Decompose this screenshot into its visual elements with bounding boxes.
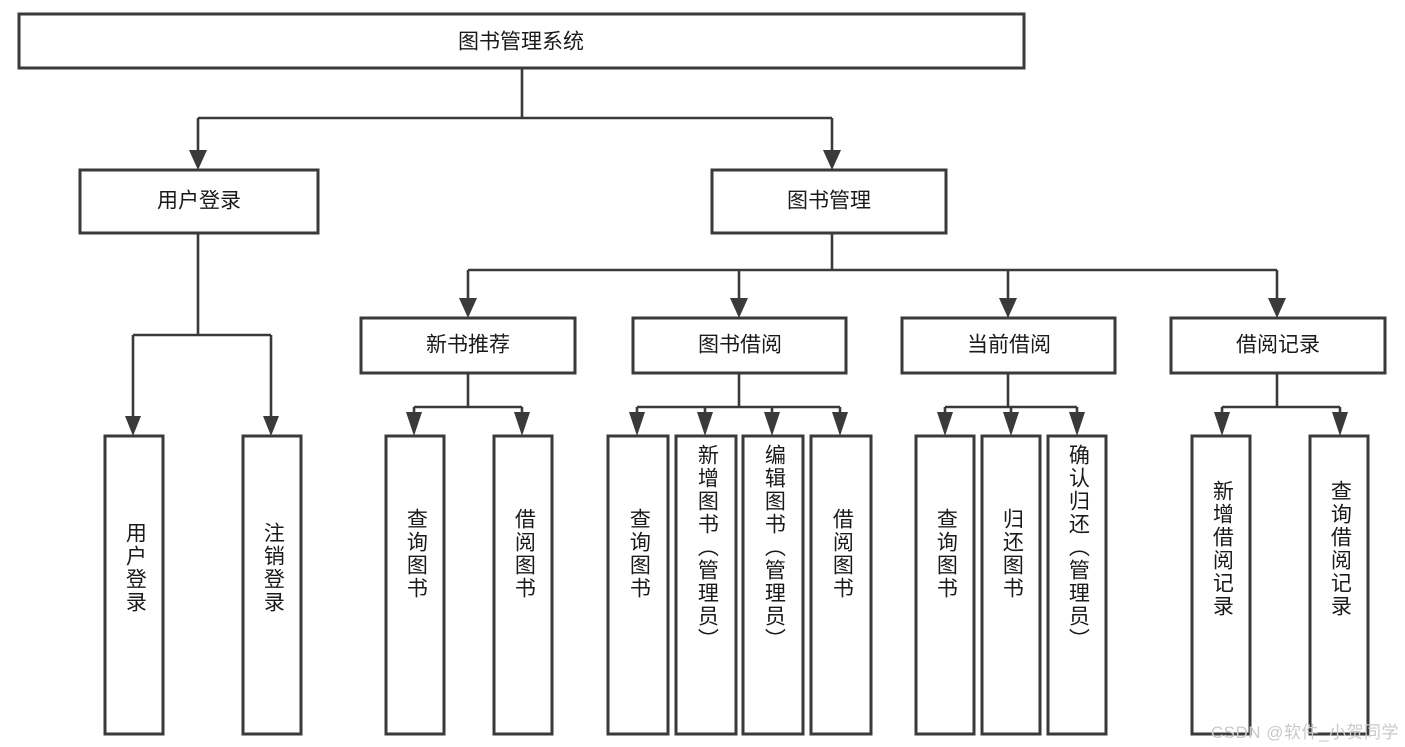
node-book-borrow-box[interactable] [631, 316, 848, 375]
leaf-box-confirm-return[interactable] [1046, 434, 1108, 736]
arrowhead-borrow-record [1268, 298, 1286, 318]
node-book-borrow-label: 图书借阅 [698, 334, 782, 357]
leaf-box-user-login[interactable] [103, 434, 165, 736]
connector-group-book-borrow [629, 373, 848, 436]
leaf-box-add-book[interactable] [674, 434, 738, 736]
leaf-box-query-book-1[interactable] [384, 434, 446, 736]
arrowhead-leaf-borrow-book-2 [832, 412, 848, 436]
connector-group-root [189, 68, 841, 170]
arrowhead-leaf-edit-book [764, 412, 780, 436]
node-user-login-label: 用户登录 [157, 190, 241, 213]
csdn-watermark: CSDN @软件_小贺同学 [1210, 723, 1399, 742]
arrowhead-current-borrow [999, 298, 1017, 318]
connector-group-borrow-record [1214, 373, 1348, 436]
arrowhead-book-borrow [730, 298, 748, 318]
arrowhead-leaf-logout-login [263, 416, 279, 436]
connector-group-new-book-recommend [406, 373, 530, 436]
connector-group-user-login [125, 233, 279, 436]
node-new-book-recommend-box[interactable] [359, 316, 577, 375]
node-new-book-recommend[interactable]: 新书推荐 [359, 316, 577, 375]
leaf-box-query-book-3[interactable] [914, 434, 976, 736]
node-book-borrow[interactable]: 图书借阅 [631, 316, 848, 375]
connector-group-book-manage [459, 233, 1286, 318]
node-title[interactable]: 图书管理系统 [17, 12, 1026, 70]
arrowhead-user-login [189, 150, 207, 170]
node-book-manage[interactable]: 图书管理 [710, 168, 948, 235]
node-new-book-recommend-label: 新书推荐 [426, 334, 510, 357]
node-current-borrow[interactable]: 当前借阅 [900, 316, 1117, 375]
node-borrow-record-label: 借阅记录 [1236, 334, 1320, 357]
arrowhead-leaf-confirm-return [1069, 412, 1085, 436]
arrowhead-leaf-query-record [1332, 412, 1348, 436]
node-user-login-box[interactable] [78, 168, 320, 235]
leaf-box-query-book-2[interactable] [606, 434, 670, 736]
arrowhead-leaf-add-book [697, 412, 713, 436]
arrowhead-leaf-query-book-2 [629, 412, 645, 436]
arrowhead-book-manage [823, 150, 841, 170]
arrowhead-new-book-recommend [459, 298, 477, 318]
leaf-box-return-book[interactable] [980, 434, 1042, 736]
arrowhead-leaf-borrow-book-1 [514, 412, 530, 436]
arrowhead-leaf-query-book-1 [406, 412, 422, 436]
node-current-borrow-box[interactable] [900, 316, 1117, 375]
node-current-borrow-label: 当前借阅 [967, 334, 1051, 357]
arrowhead-leaf-user-login [125, 416, 141, 436]
leaf-box-logout-login[interactable] [241, 434, 303, 736]
node-borrow-record[interactable]: 借阅记录 [1169, 316, 1387, 375]
node-user-login[interactable]: 用户登录 [78, 168, 320, 235]
leaf-box-edit-book[interactable] [741, 434, 805, 736]
node-book-manage-label: 图书管理 [787, 190, 871, 213]
arrowhead-leaf-add-record [1214, 412, 1230, 436]
node-borrow-record-box[interactable] [1169, 316, 1387, 375]
node-title-box[interactable] [17, 12, 1026, 70]
leaf-box-borrow-book-1[interactable] [492, 434, 554, 736]
leaf-box-query-record[interactable] [1308, 434, 1370, 736]
arrowhead-leaf-return-book [1003, 412, 1019, 436]
node-title-label: 图书管理系统 [458, 31, 584, 54]
arrowhead-leaf-query-book-3 [937, 412, 953, 436]
node-book-manage-box[interactable] [710, 168, 948, 235]
leaf-box-borrow-book-2[interactable] [809, 434, 873, 736]
leaf-box-add-record[interactable] [1190, 434, 1252, 736]
connector-group-current-borrow [937, 373, 1085, 436]
leaf-boxes [103, 434, 1370, 736]
